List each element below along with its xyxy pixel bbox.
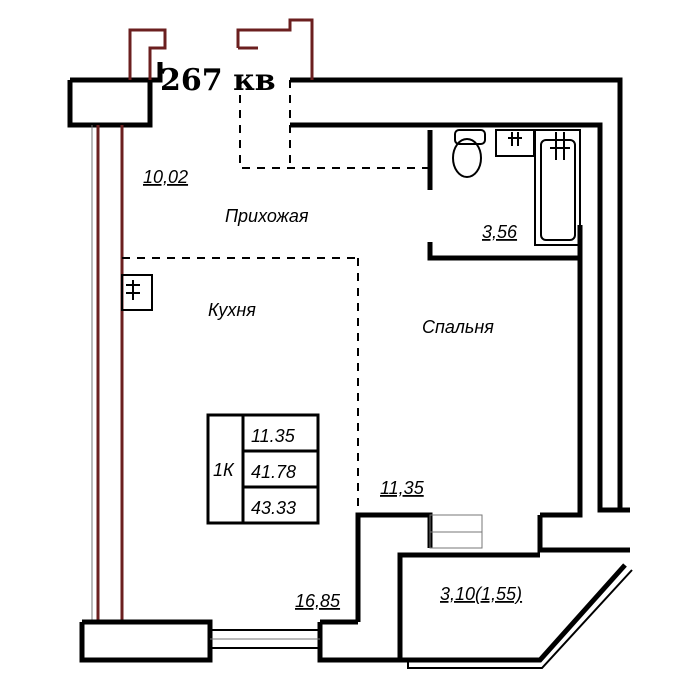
bathroom-fixtures bbox=[452, 129, 581, 246]
hallway-label: Прихожая bbox=[225, 206, 309, 226]
area-total-with-balcony: 43.33 bbox=[251, 498, 296, 518]
bathroom-area: 3,56 bbox=[482, 222, 518, 242]
kitchen-sink-icon bbox=[121, 274, 153, 311]
balcony bbox=[400, 563, 633, 669]
toilet-icon bbox=[452, 129, 486, 178]
exterior-walls bbox=[67, 62, 630, 553]
kitchen-area: 16,85 bbox=[295, 591, 341, 611]
apartment-type: 1К bbox=[213, 460, 235, 480]
hallway-area: 10,02 bbox=[143, 167, 188, 187]
zone-dividers bbox=[122, 80, 430, 515]
bathtub-icon bbox=[534, 129, 581, 246]
apartment-number: 267 кв bbox=[160, 63, 276, 98]
area-living: 11.35 bbox=[251, 426, 296, 446]
left-riser bbox=[91, 125, 124, 622]
area-total: 41.78 bbox=[251, 462, 296, 482]
kitchen-label: Кухня bbox=[208, 300, 256, 320]
interior-walls bbox=[320, 130, 580, 625]
bedroom-label: Спальня bbox=[422, 317, 494, 337]
balcony-area: 3,10(1,55) bbox=[440, 584, 522, 604]
area-summary: 1К 11.35 41.78 43.33 bbox=[206, 413, 320, 525]
ventilation-shafts bbox=[128, 18, 314, 80]
sink-icon bbox=[495, 129, 535, 157]
bedroom-area: 11,35 bbox=[380, 478, 425, 498]
